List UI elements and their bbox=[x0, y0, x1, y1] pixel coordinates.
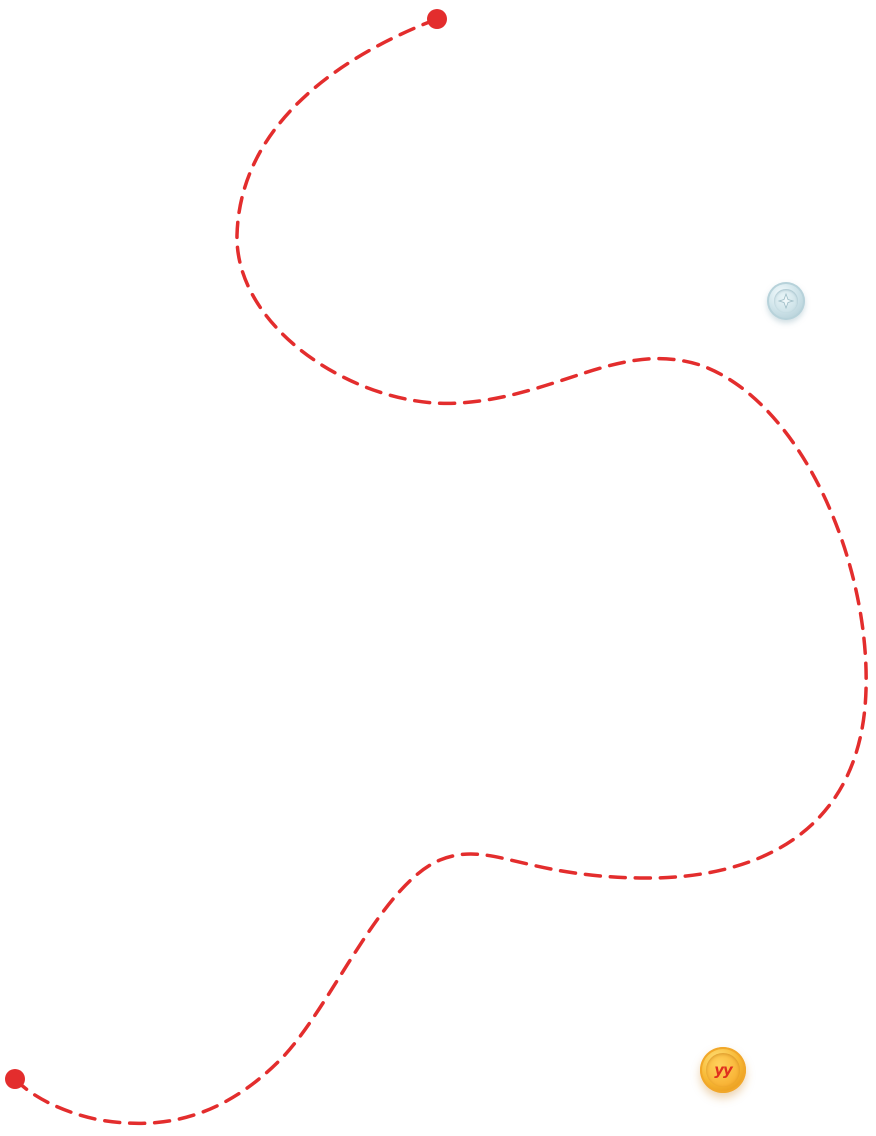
star-icon bbox=[777, 292, 795, 310]
star-coin-icon bbox=[767, 282, 805, 320]
coin-mark-text: yy bbox=[714, 1060, 733, 1079]
route-start-dot bbox=[427, 9, 447, 29]
route-end-dot bbox=[5, 1069, 25, 1089]
yy-coin-icon: yy bbox=[700, 1047, 746, 1093]
dashed-route-path bbox=[13, 17, 868, 1126]
